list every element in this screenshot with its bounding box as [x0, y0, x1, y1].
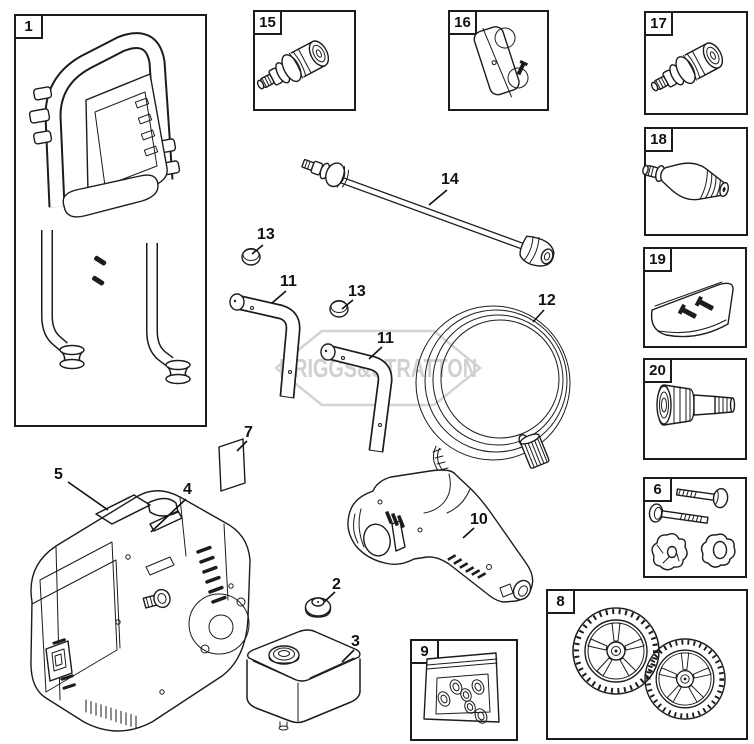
part-label-2: 2 [332, 576, 341, 593]
part-label-10: 10 [470, 511, 488, 528]
wheel-pair-illustration [573, 608, 725, 719]
callout-number-19: 19 [643, 247, 672, 272]
part-label-14: 14 [441, 171, 459, 188]
callout-number-18: 18 [644, 127, 673, 152]
part-label-5: 5 [54, 466, 63, 483]
spray-wand-illustration [301, 158, 555, 267]
leader-lines [67, 189, 545, 663]
screw-kit-bag-illustration [650, 281, 734, 338]
part-label-11a: 11 [280, 273, 297, 290]
callout-number-16: 16 [448, 10, 477, 35]
callout-box-8: 8 [546, 589, 748, 740]
part-label-4: 4 [183, 481, 192, 498]
quick-connect-coupler-illustration-17 [644, 38, 728, 102]
label-panel-illustration [218, 438, 246, 492]
part-label-12: 12 [538, 292, 556, 309]
o-ring-kit-illustration [423, 652, 500, 724]
callout-box-1: 1 [14, 14, 207, 427]
callout-box-19: 19 [643, 247, 747, 348]
callout-box-6: 6 [643, 477, 747, 578]
end-cap-illustration-13b [329, 300, 349, 318]
part-label-13b: 13 [348, 283, 366, 300]
callout-number-8: 8 [546, 589, 575, 614]
callout-number-1: 1 [14, 14, 43, 39]
power-washer-unit-illustration [30, 490, 251, 732]
callout-box-16: 16 [448, 10, 549, 111]
part-label-3: 3 [351, 633, 360, 650]
callout-number-15: 15 [253, 10, 282, 35]
callout-number-6: 6 [643, 477, 672, 502]
garden-hose-adapter-illustration [656, 384, 736, 426]
callout-number-20: 20 [643, 358, 672, 383]
spray-gun-illustration [347, 469, 534, 603]
part-label-7: 7 [244, 424, 253, 441]
callout-number-17: 17 [644, 11, 673, 36]
detergent-tank-illustration [246, 629, 361, 731]
callout-box-17: 17 [644, 11, 748, 115]
handle-tube-illustration-11a [229, 293, 301, 399]
turbo-nozzle-illustration [642, 162, 730, 201]
hose-hook-bracket-illustration [473, 26, 529, 98]
handle-leg-assembly-illustration [28, 32, 191, 385]
callout-box-20: 20 [643, 358, 747, 460]
callout-box-18: 18 [644, 127, 748, 236]
handle-tube-illustration-11b [320, 343, 393, 453]
quick-connect-coupler-illustration-15 [250, 36, 334, 100]
callout-box-15: 15 [253, 10, 356, 111]
part-label-13a: 13 [257, 226, 275, 243]
bolt-and-knob-kit-illustration [648, 487, 736, 571]
end-cap-illustration-13a [241, 248, 261, 266]
cap-plug-illustration [304, 597, 332, 618]
part-label-11b: 11 [377, 330, 394, 347]
